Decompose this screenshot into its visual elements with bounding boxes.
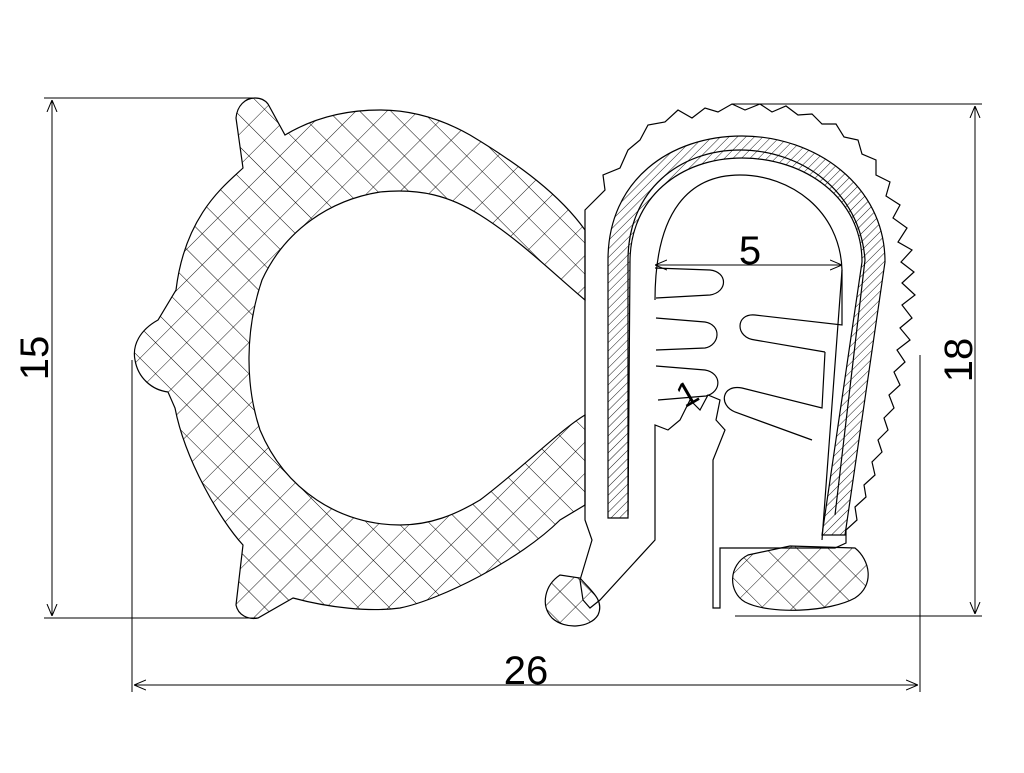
dimension-width: 26	[131, 355, 921, 693]
fin-right-1	[739, 270, 843, 353]
clip-outer-outline	[579, 103, 916, 609]
dim-label-26: 26	[504, 649, 549, 693]
bulb-body	[133, 97, 586, 620]
dimension-height-left: 15	[13, 97, 258, 619]
dim-label-15: 15	[13, 336, 57, 381]
dimension-slot: 5	[655, 229, 842, 273]
foot-right	[732, 545, 869, 611]
fin-left-2	[655, 317, 718, 351]
dimension-height-right: 18	[732, 103, 982, 617]
clip-inner-wall	[654, 174, 843, 541]
fin-left-1	[654, 267, 725, 299]
clip-inner-outline	[627, 149, 866, 516]
foot-left	[544, 574, 601, 627]
bulb-section	[133, 97, 586, 620]
metal-insert	[607, 135, 886, 536]
fin-left-3	[655, 365, 719, 401]
fin-right-2	[723, 351, 826, 441]
dim-label-5: 5	[739, 229, 761, 273]
dim-label-18: 18	[937, 338, 981, 383]
